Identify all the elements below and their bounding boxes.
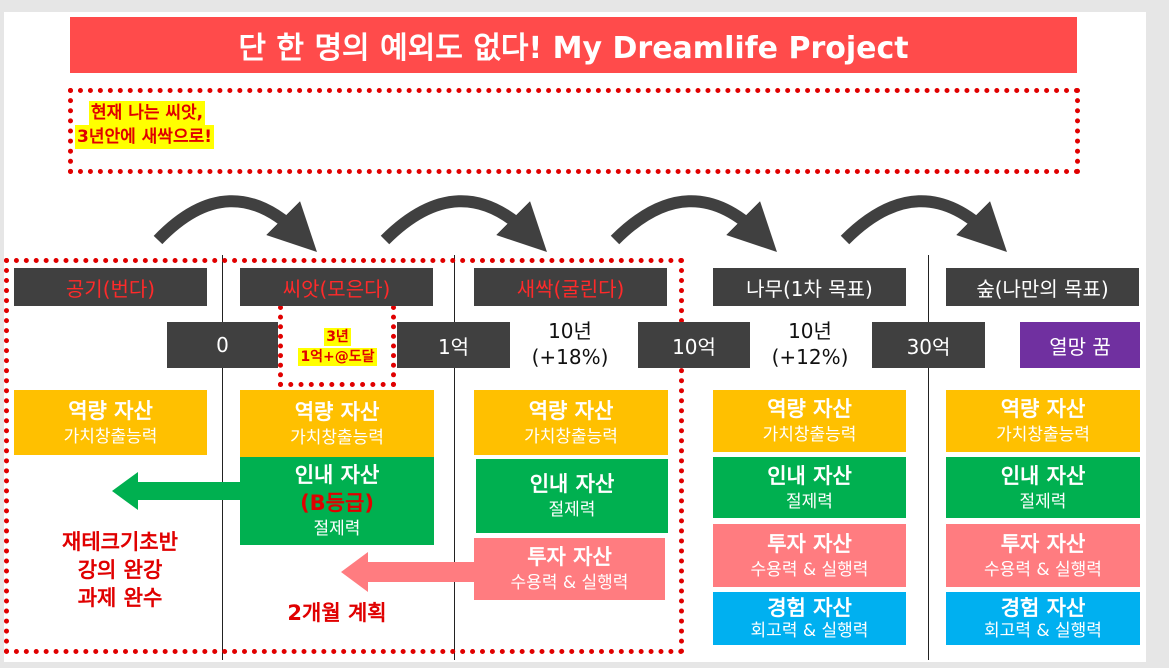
card-title: 역량 자산 [294, 399, 380, 424]
card-title: 역량 자산 [1000, 397, 1086, 421]
grade-badge: (B등급) [300, 491, 374, 515]
left-arrow-green-icon [112, 472, 240, 510]
card-title: 역량 자산 [767, 397, 852, 421]
milestone-years: 3년 [324, 328, 351, 346]
divider [928, 255, 929, 660]
plan-line: 재테크기초반 [62, 530, 178, 554]
stage-sprout: 새싹(굴린다) [474, 268, 667, 306]
card-title: 역량 자산 [528, 398, 614, 423]
card-sub: 절제력 [786, 491, 833, 512]
card-title: 투자 자산 [767, 531, 852, 556]
intro-line-1: 현재 나는 씨앗, [89, 101, 206, 125]
card-sub: 절제력 [548, 500, 596, 520]
patience-asset-card: 인내 자산 절제력 [713, 457, 906, 518]
card-sub: 가치창출능력 [996, 425, 1090, 445]
patience-asset-card: 인내 자산 절제력 [476, 459, 668, 533]
plan-line: 과제 완수 [77, 586, 163, 610]
card-sub: 가치창출능력 [524, 426, 618, 447]
card-sub: 가치창출능력 [63, 426, 158, 447]
card-title: 인내 자산 [294, 463, 380, 487]
experience-asset-card: 경험 자산 회고력 & 실행력 [713, 592, 906, 645]
card-title: 역량 자산 [68, 398, 153, 423]
card-sub: 수용력 & 실행력 [510, 573, 629, 593]
curved-arrows [153, 195, 1007, 252]
capability-asset-card: 역량 자산 가치창출능력 [713, 390, 906, 452]
milestone: 3년 1억+@도달 [280, 326, 395, 366]
curved-arrow-icon [610, 195, 777, 252]
card-title: 경험 자산 [1000, 595, 1086, 620]
curved-arrow-icon [840, 195, 1007, 252]
curved-arrow-icon [380, 195, 547, 252]
capability-asset-card: 역량 자산 가치창출능력 [240, 390, 434, 457]
divider [222, 255, 223, 660]
value-1: 1억 [397, 322, 510, 368]
investment-asset-card: 투자 자산 수용력 & 실행력 [474, 538, 665, 600]
capability-asset-card: 역량 자산 가치창출능력 [946, 390, 1140, 452]
card-sub: 회고력 & 실행력 [984, 620, 1102, 641]
period-2: 10년 (+12%) [755, 318, 865, 370]
stage-tree: 나무(1차 목표) [713, 268, 906, 306]
patience-asset-card: 인내 자산 절제력 [946, 457, 1140, 518]
period-rate: (+18%) [531, 345, 609, 369]
intro-line-2: 3년안에 새싹으로! [75, 125, 214, 149]
value-dream: 열망 꿈 [1020, 322, 1140, 368]
investment-asset-card: 투자 자산 수용력 & 실행력 [946, 524, 1140, 587]
stage-seed: 씨앗(모은다) [240, 268, 433, 306]
patience-asset-card: 인내 자산 (B등급) 절제력 [240, 457, 434, 545]
current-phase-frame [4, 258, 684, 654]
card-title: 인내 자산 [529, 472, 615, 496]
period-1: 10년 (+18%) [515, 318, 625, 370]
period-rate: (+12%) [771, 345, 849, 369]
investment-asset-card: 투자 자산 수용력 & 실행력 [713, 524, 906, 587]
period-years: 10년 [548, 319, 592, 343]
milestone-frame [278, 305, 396, 387]
capability-asset-card: 역량 자산 가치창출능력 [14, 390, 207, 455]
plan-line: 강의 완강 [77, 558, 163, 582]
page-title: 단 한 명의 예외도 없다! My Dreamlife Project [70, 17, 1077, 73]
milestone-goal: 1억+@도달 [298, 348, 377, 366]
card-sub: 가치창출능력 [762, 425, 857, 445]
intro-box: 현재 나는 씨앗, 3년안에 새싹으로! [68, 88, 1080, 174]
card-title: 인내 자산 [767, 463, 852, 488]
plan-mid: 2개월 계획 [287, 601, 387, 625]
value-0: 0 [167, 322, 278, 368]
stage-air: 공기(번다) [14, 268, 207, 306]
card-sub: 절제력 [1019, 491, 1067, 512]
period-years: 10년 [788, 319, 832, 343]
left-arrow-pink-icon [341, 552, 476, 592]
curved-arrow-icon [153, 195, 317, 252]
value-30: 30억 [872, 322, 985, 368]
capability-asset-card: 역량 자산 가치창출능력 [474, 390, 668, 455]
card-sub: 절제력 [313, 519, 361, 539]
divider [454, 255, 455, 660]
stage-forest: 숲(나만의 목표) [946, 268, 1139, 306]
plan-left: 재테크기초반 강의 완강 과제 완수 [20, 528, 220, 612]
value-10: 10억 [638, 322, 750, 368]
card-sub: 수용력 & 실행력 [984, 559, 1102, 580]
card-title: 투자 자산 [527, 545, 612, 569]
card-title: 투자 자산 [1000, 531, 1086, 556]
card-sub: 회고력 & 실행력 [750, 620, 869, 641]
experience-asset-card: 경험 자산 회고력 & 실행력 [946, 592, 1140, 645]
card-sub: 수용력 & 실행력 [750, 559, 869, 580]
card-title: 인내 자산 [1000, 463, 1086, 488]
card-title: 경험 자산 [767, 595, 852, 620]
card-sub: 가치창출능력 [290, 427, 384, 448]
